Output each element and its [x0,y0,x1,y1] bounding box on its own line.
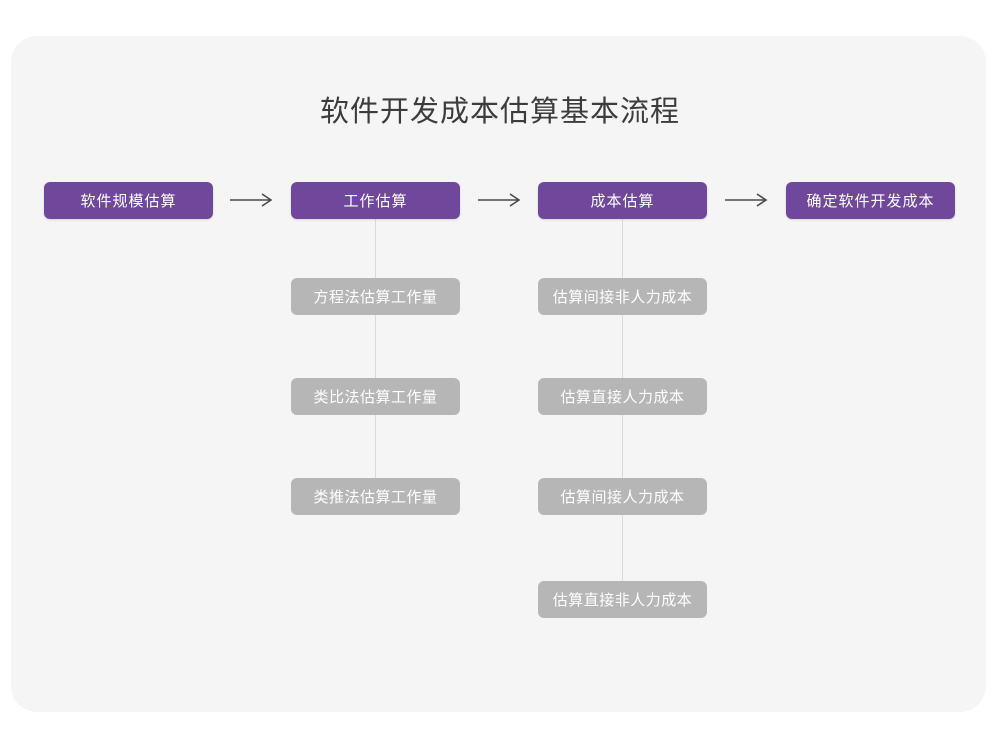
stage-node-2[interactable]: 工作估算 [291,182,460,219]
sub-node-col2-3[interactable]: 类推法估算工作量 [291,478,460,515]
diagram-card [11,36,986,712]
sub-node-col2-1[interactable]: 方程法估算工作量 [291,278,460,315]
sub-node-col3-4[interactable]: 估算直接非人力成本 [538,581,707,618]
sub-node-col2-1-label: 方程法估算工作量 [313,289,438,306]
stage-node-4[interactable]: 确定软件开发成本 [786,182,955,219]
sub-node-col3-2[interactable]: 估算直接人力成本 [538,378,707,415]
sub-node-col3-3-label: 估算间接人力成本 [560,489,685,506]
sub-node-col2-2-label: 类比法估算工作量 [313,389,438,406]
stage-node-2-label: 工作估算 [343,193,408,210]
sub-node-col2-2[interactable]: 类比法估算工作量 [291,378,460,415]
connector-line-col2 [375,219,376,509]
arrow-stage1-stage2 [228,188,278,212]
sub-node-col3-1[interactable]: 估算间接非人力成本 [538,278,707,315]
diagram-title: 软件开发成本估算基本流程 [319,96,680,128]
stage-node-3[interactable]: 成本估算 [538,182,707,219]
sub-node-col3-2-label: 估算直接人力成本 [560,389,685,406]
stage-node-1[interactable]: 软件规模估算 [44,182,213,219]
arrow-stage3-stage4 [723,188,773,212]
sub-node-col3-3[interactable]: 估算间接人力成本 [538,478,707,515]
sub-node-col3-4-label: 估算直接非人力成本 [552,592,693,609]
sub-node-col3-1-label: 估算间接非人力成本 [552,289,693,306]
stage-node-1-label: 软件规模估算 [80,193,177,210]
arrow-stage2-stage3 [476,188,526,212]
sub-node-col2-3-label: 类推法估算工作量 [313,489,438,506]
stage-node-4-label: 确定软件开发成本 [806,193,935,210]
stage-node-3-label: 成本估算 [590,193,655,210]
